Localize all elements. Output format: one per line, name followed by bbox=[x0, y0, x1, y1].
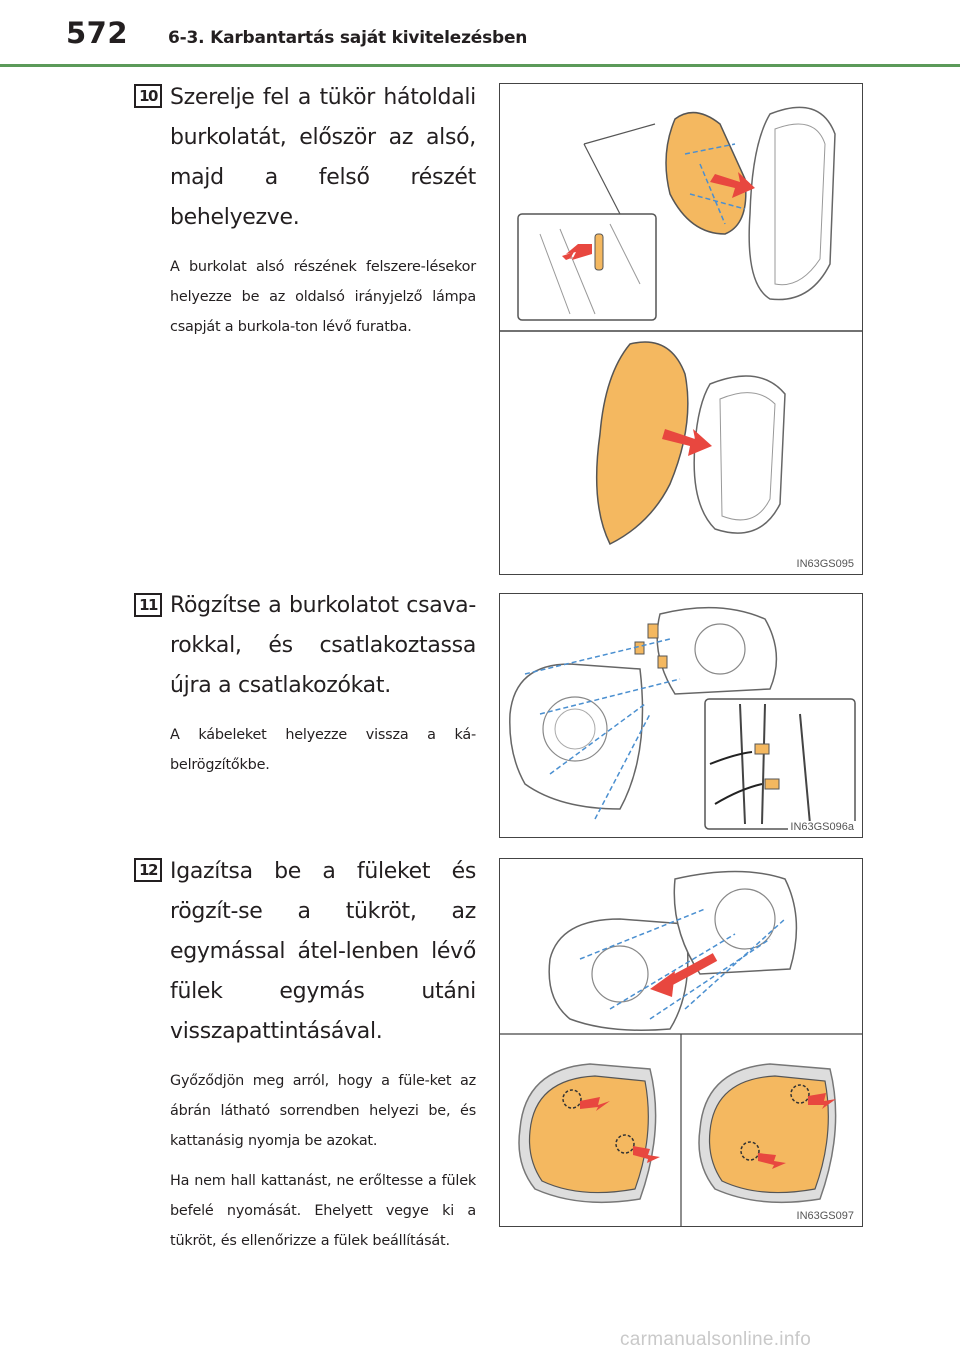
screws-connectors-illustration bbox=[509, 606, 856, 830]
step-heading: Igazítsa be a füleket és rögzít-se a tük… bbox=[170, 859, 476, 1044]
step-note: Ha nem hall kattanást, ne erőltesse a fü… bbox=[170, 1173, 476, 1249]
figure-mirror-tabs: IN63GS097 bbox=[499, 858, 863, 1227]
step-number-badge: 10 bbox=[134, 84, 162, 108]
figure-code: IN63GS096a bbox=[788, 821, 856, 833]
step-heading: Szerelje fel a tükör hátoldali burkolatá… bbox=[170, 85, 476, 230]
step-note: A burkolat alsó részének felszere-léseko… bbox=[170, 259, 476, 335]
step-note: Győződjön meg arról, hogy a füle-ket az … bbox=[170, 1073, 476, 1149]
figure-code: IN63GS097 bbox=[794, 1210, 856, 1222]
figure-mirror-cover-install: IN63GS095 bbox=[499, 83, 863, 575]
step-11-text: Rögzítse a burkolatot csava-rokkal, és c… bbox=[170, 586, 476, 780]
step-10-text: Szerelje fel a tükör hátoldali burkolatá… bbox=[170, 78, 476, 342]
watermark: carmanualsonline.info bbox=[620, 1329, 812, 1350]
header-rule bbox=[0, 64, 960, 67]
step-number-badge: 11 bbox=[134, 593, 162, 617]
figure-code: IN63GS095 bbox=[794, 558, 856, 570]
step-heading: Rögzítse a burkolatot csava-rokkal, és c… bbox=[170, 593, 476, 698]
section-title: 6-3. Karbantartás saját kivitelezésben bbox=[168, 28, 528, 48]
mirror-tabs-illustration bbox=[500, 870, 862, 1226]
step-12-text: Igazítsa be a füleket és rögzít-se a tük… bbox=[170, 852, 476, 1256]
step-number-badge: 12 bbox=[134, 858, 162, 882]
mirror-cover-illustration bbox=[500, 106, 862, 546]
figure-screws-connectors: IN63GS096a bbox=[499, 593, 863, 838]
step-note: A kábeleket helyezze vissza a ká-belrögz… bbox=[170, 727, 476, 773]
page-number: 572 bbox=[66, 16, 129, 50]
